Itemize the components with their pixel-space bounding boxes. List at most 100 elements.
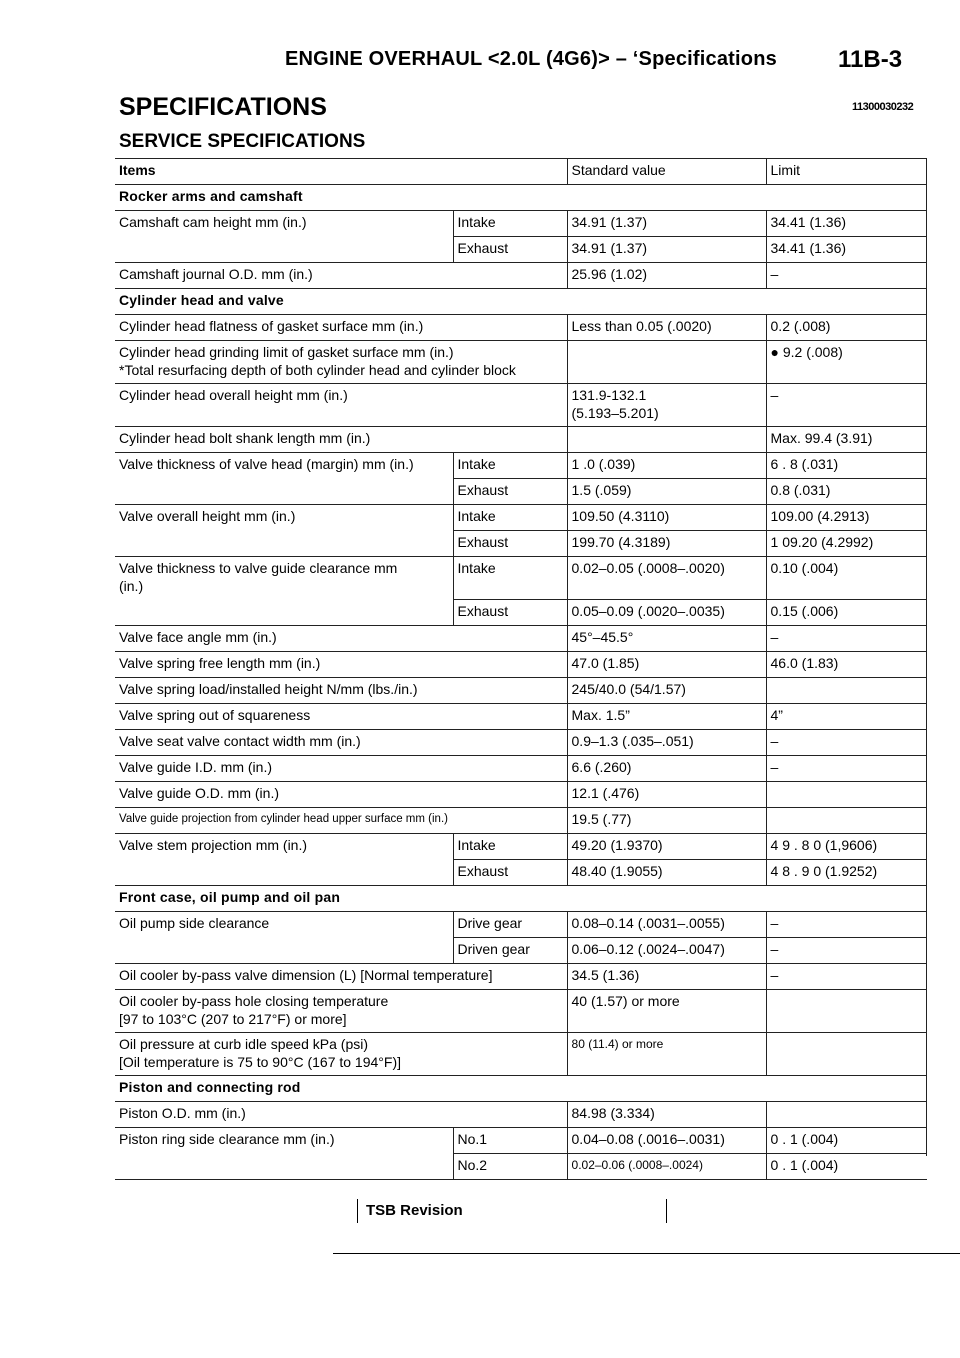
item-label: Valve stem projection mm (in.) (119, 837, 308, 853)
item-cell (115, 530, 453, 557)
standard-value-cell: 34.91 (1.37) (566, 236, 767, 263)
table-row: Cylinder head flatness of gasket surface… (115, 314, 928, 341)
limit-value: 0.15 (.006) (765, 599, 928, 626)
item-cell: Camshaft journal O.D. mm (in.) (115, 262, 568, 289)
limit-value: Max. 99.4 (3.91) (765, 426, 928, 453)
item-label: Valve guide O.D. mm (in.) (119, 785, 280, 801)
standard-value: 80 (11.4) or more (571, 1037, 664, 1051)
table-section-row: Rocker arms and camshaft (115, 184, 928, 211)
table-section-row: Front case, oil pump and oil pan (115, 885, 928, 912)
item-label: Valve seat valve contact width mm (in.) (119, 733, 361, 749)
limit-value: 0.8 (.031) (765, 478, 928, 505)
item-label: Piston ring side clearance mm (in.) (119, 1131, 335, 1147)
column-header-standard: Standard value (566, 158, 767, 185)
sub-item-label: Intake (452, 210, 568, 237)
standard-value: 6.6 (.260) (571, 759, 632, 775)
limit-value: 34.41 (1.36) (765, 210, 928, 237)
item-label: Valve overall height mm (in.) (119, 508, 296, 524)
item-cell: Oil cooler by-pass valve dimension (L) [… (115, 963, 568, 990)
column-header-items: Items (115, 158, 568, 185)
standard-value-cell (566, 340, 767, 384)
sub-item-label: No.1 (452, 1127, 568, 1154)
item-label-line2: (in.) (119, 578, 144, 594)
table-row: Valve guide projection from cylinder hea… (115, 807, 928, 834)
item-cell: Valve guide projection from cylinder hea… (115, 807, 568, 834)
item-label-line2: [97 to 103°C (207 to 217°F) or more] (119, 1011, 347, 1027)
section-code: 11300030232 (852, 101, 914, 113)
limit-value: ● 9.2 (.008) (765, 340, 928, 384)
table-row: Oil pressure at curb idle speed kPa (psi… (115, 1032, 928, 1076)
table-row: Valve spring load/installed height N/mm … (115, 677, 928, 704)
table-row: Valve guide I.D. mm (in.)6.6 (.260)– (115, 755, 928, 782)
standard-value: 0.08–0.14 (.0031–.0055) (571, 915, 725, 931)
item-cell: Piston ring side clearance mm (in.) (115, 1128, 453, 1154)
standard-value-cell (566, 426, 767, 453)
item-label: Cylinder head flatness of gasket surface… (119, 318, 424, 334)
limit-value (765, 677, 928, 704)
standard-value: Max. 1.5” (571, 707, 630, 723)
sub-item-label: Drive gear (452, 911, 568, 938)
standard-value-cell: 0.9–1.3 (.035–.051) (566, 729, 767, 756)
tsb-revision-label: TSB Revision (366, 1202, 463, 1219)
standard-value: 34.91 (1.37) (571, 240, 648, 256)
standard-value-cell: 45°–45.5° (566, 625, 767, 652)
item-cell (115, 478, 453, 505)
item-label: Oil pressure at curb idle speed kPa (psi… (119, 1036, 368, 1052)
sub-item-label: Intake (452, 833, 568, 860)
standard-value: 199.70 (4.3189) (571, 534, 671, 550)
standard-value: 0.02–0.05 (.0008–.0020) (571, 560, 725, 576)
footer-rule (333, 1253, 960, 1254)
limit-value: 1 09.20 (4.2992) (765, 530, 928, 557)
item-label: Oil pump side clearance (119, 915, 270, 931)
item-label: Camshaft cam height mm (in.) (119, 214, 307, 230)
item-cell: Oil cooler by-pass hole closing temperat… (115, 989, 568, 1033)
standard-value-cell: 80 (11.4) or more (566, 1032, 767, 1076)
limit-value: 0 . 1 (.004) (765, 1127, 928, 1154)
limit-value (765, 781, 928, 808)
sub-item-label: Driven gear (452, 937, 568, 964)
table-row: Valve spring free length mm (in.)47.0 (1… (115, 651, 928, 678)
limit-value: 0 . 1 (.004) (765, 1153, 928, 1180)
item-cell: Cylinder head bolt shank length mm (in.) (115, 426, 568, 453)
item-cell: Valve seat valve contact width mm (in.) (115, 729, 568, 756)
standard-value-cell: 34.5 (1.36) (566, 963, 767, 990)
standard-value: 1 .0 (.039) (571, 456, 636, 472)
page-header: ENGINE OVERHAUL <2.0L (4G6)> – ‘Specific… (0, 46, 960, 76)
item-cell: Valve spring out of squareness (115, 703, 568, 730)
column-header-limit: Limit (765, 158, 928, 185)
table-header-row: Items Standard value Limit (115, 158, 928, 185)
table-row: Valve guide O.D. mm (in.) 12.1 (.476) (115, 781, 928, 808)
standard-value: 0.02–0.06 (.0008–.0024) (571, 1158, 703, 1172)
standard-value: 12.1 (.476) (571, 785, 640, 801)
table-row: Valve thickness of valve head (margin) m… (115, 452, 928, 479)
item-label: Oil cooler by-pass valve dimension (L) [… (119, 967, 493, 983)
limit-value: – (765, 911, 928, 938)
item-cell: Valve thickness to valve guide clearance… (115, 557, 453, 600)
standard-value: 40 (1.57) or more (571, 993, 680, 1009)
item-label-line2: *Total resurfacing depth of both cylinde… (119, 362, 516, 378)
item-cell (115, 937, 453, 964)
standard-value: 25.96 (1.02) (571, 266, 648, 282)
limit-value: 46.0 (1.83) (765, 651, 928, 678)
table-section-row: Piston and connecting rod (115, 1075, 928, 1102)
standard-value: 0.05–0.09 (.0020–.0035) (571, 603, 725, 619)
standard-value-cell: 0.06–0.12 (.0024–.0047) (566, 937, 767, 964)
sub-item-label: Exhaust (452, 236, 568, 263)
item-cell: Valve spring load/installed height N/mm … (115, 677, 568, 704)
standard-value-cell: Max. 1.5” (566, 703, 767, 730)
standard-value: 0.04–0.08 (.0016–.0031) (571, 1131, 725, 1147)
table-row: Camshaft journal O.D. mm (in.)25.96 (1.0… (115, 262, 928, 289)
table-row: Cylinder head grinding limit of gasket s… (115, 340, 928, 384)
standard-value: 84.98 (3.334) (571, 1105, 655, 1121)
item-cell (115, 236, 453, 263)
item-cell: Cylinder head overall height mm (in.) (115, 383, 568, 427)
standard-value-cell: 109.50 (4.3110) (566, 504, 767, 531)
item-cell: Valve guide I.D. mm (in.) (115, 755, 568, 782)
standard-value: 34.91 (1.37) (571, 214, 648, 230)
limit-value: – (765, 937, 928, 964)
